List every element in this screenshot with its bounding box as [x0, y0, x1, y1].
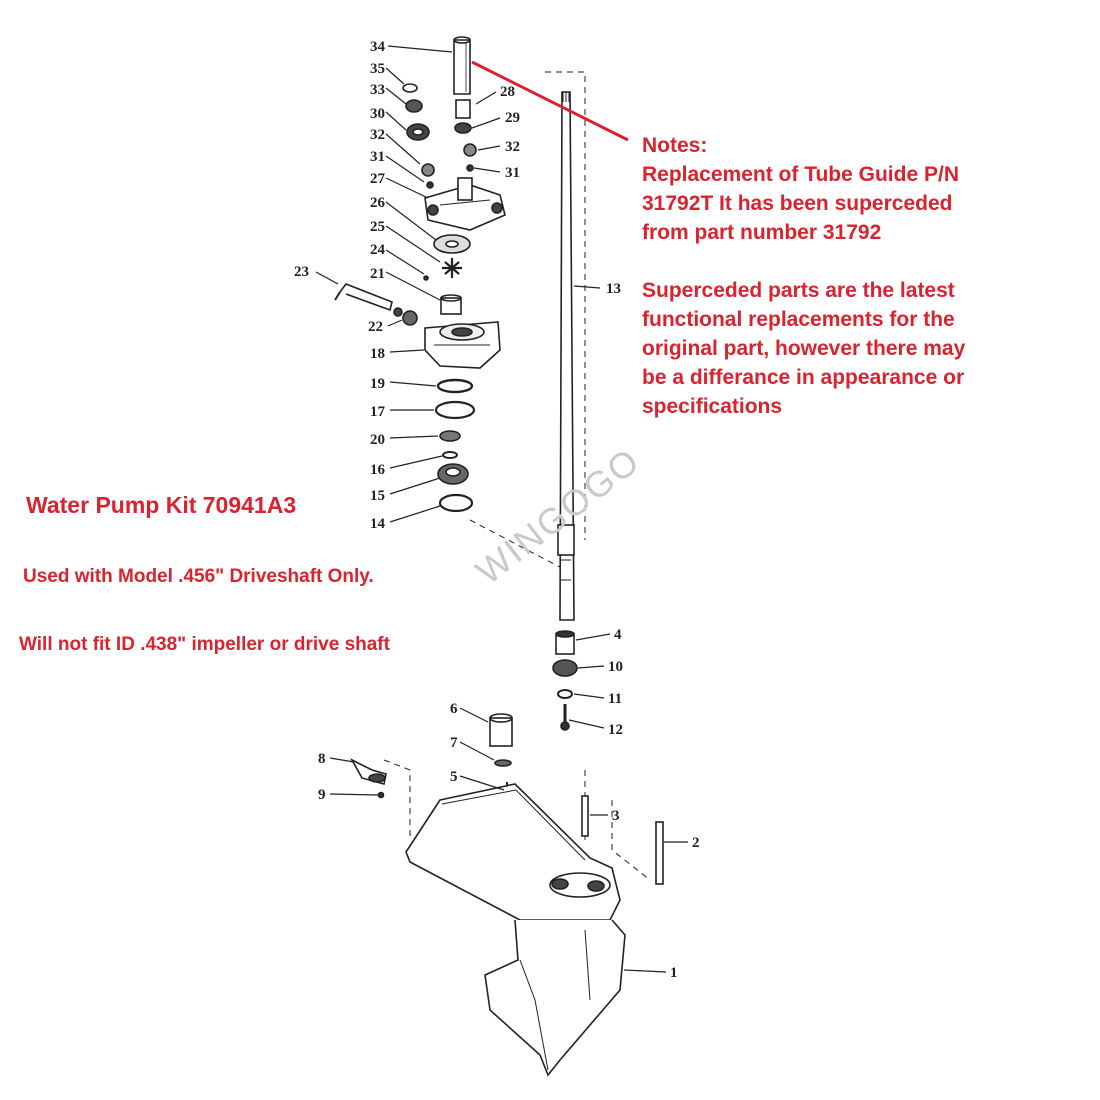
part-number-label: 11 [608, 691, 622, 707]
tube-guide-part [453, 36, 471, 95]
notes-callout: Notes: Replacement of Tube Guide P/N 317… [642, 131, 1062, 421]
part-number-label: 14 [370, 516, 386, 532]
notes-line: from part number 31792 [642, 221, 882, 244]
part-number-label: 8 [318, 751, 326, 767]
part-number-label: 6 [450, 701, 458, 717]
part-number-label: 31 [505, 165, 520, 181]
part-number-label: 28 [500, 84, 515, 100]
stud-parts [581, 795, 664, 885]
part-number-label: 12 [608, 722, 623, 738]
bushing-parts [489, 713, 513, 802]
part-number-label: 24 [370, 242, 386, 258]
part-number-label: 33 [370, 82, 385, 98]
pump-small-parts [402, 83, 477, 189]
impeller-parts [423, 234, 471, 315]
part-number-label: 30 [370, 106, 385, 122]
part-number-label: 23 [294, 264, 309, 280]
part-number-label: 22 [368, 319, 383, 335]
driveshaft-part [557, 91, 575, 621]
part-number-label: 15 [370, 488, 385, 504]
part-number-label: 35 [370, 61, 385, 77]
water-tube-part [334, 283, 418, 326]
part-number-label: 2 [692, 835, 700, 851]
part-number-label: 21 [370, 266, 385, 282]
part-number-label: 13 [606, 281, 621, 297]
part-number-label: 20 [370, 432, 385, 448]
gear-housing-part [405, 783, 626, 1077]
notes-spacer [642, 247, 1062, 276]
part-number-label: 17 [370, 404, 386, 420]
part-number-label: 25 [370, 219, 385, 235]
seals-and-gaskets [434, 378, 476, 513]
part-number-label: 9 [318, 787, 326, 803]
notes-heading: Notes: [642, 134, 708, 157]
part-number-labels: 34 35 33 30 32 31 27 26 25 24 23 21 22 1… [294, 39, 700, 981]
trim-tab-part [350, 758, 387, 799]
water-pump-base-part [424, 321, 501, 369]
notes-line: specifications [642, 395, 783, 418]
part-number-label: 4 [614, 627, 622, 643]
part-number-label: 16 [370, 462, 386, 478]
part-number-label: 19 [370, 376, 385, 392]
part-number-label: 31 [370, 149, 385, 165]
notes-line: Superceded parts are the latest [642, 279, 955, 302]
pinion-parts [552, 630, 578, 731]
notes-line: Replacement of Tube Guide P/N [642, 163, 959, 186]
kit-incompatibility-note: Will not fit ID .438" impeller or drive … [19, 634, 390, 655]
kit-compatibility-note: Used with Model .456" Driveshaft Only. [23, 566, 374, 587]
part-number-label: 34 [370, 39, 386, 55]
part-number-label: 26 [370, 195, 386, 211]
note-pointer-line [471, 60, 629, 142]
pump-housing-part [424, 177, 506, 231]
part-number-label: 32 [370, 127, 385, 143]
part-number-label: 7 [450, 735, 458, 751]
part-number-label: 5 [450, 769, 458, 785]
part-number-label: 1 [670, 965, 678, 981]
part-number-label: 10 [608, 659, 623, 675]
notes-line: functional replacements for the [642, 308, 955, 331]
part-number-label: 3 [612, 808, 620, 824]
notes-line: original part, however there may [642, 337, 966, 360]
part-number-label: 29 [505, 110, 520, 126]
part-number-label: 18 [370, 346, 385, 362]
kit-title: Water Pump Kit 70941A3 [26, 492, 297, 518]
leader-lines [315, 45, 688, 973]
part-number-label: 32 [505, 139, 520, 155]
notes-line: 31792T It has been superceded [642, 192, 953, 215]
notes-line: be a differance in appearance or [642, 366, 965, 389]
part-number-label: 27 [370, 171, 386, 187]
